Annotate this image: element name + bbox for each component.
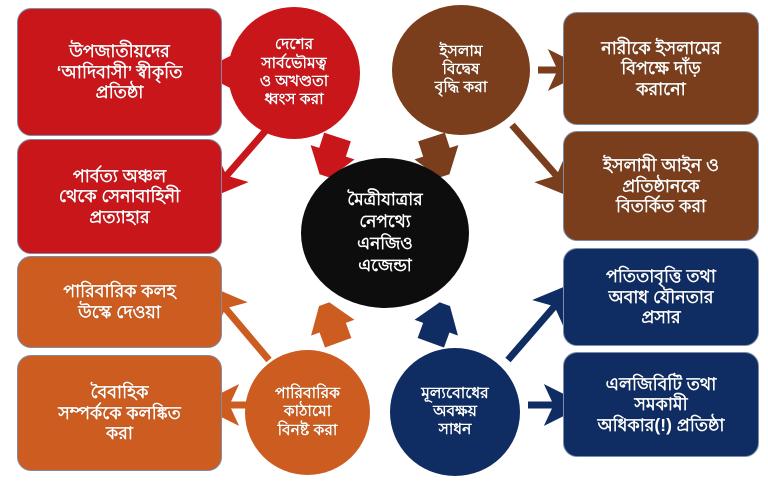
connector-center-to-orange (308, 300, 359, 351)
node-box-brown-1[interactable]: নারীকে ইসলামের বিপক্ষে দাঁড় করানো (563, 12, 759, 125)
connector-orange-to-box2 (204, 283, 272, 363)
node-label: পারিবারিক কলহ উস্কে দেওয়া (63, 281, 176, 322)
hub-circle-islamophobia[interactable]: ইসলাম বিদ্বেষ বৃদ্ধি করা (392, 5, 530, 135)
node-box-brown-2[interactable]: ইসলামী আইন ও প্রতিষ্ঠানকে বিতর্কিত করা (563, 131, 759, 241)
hub-circle-family[interactable]: পারিবারিক কাঠামো বিনষ্ট করা (245, 350, 370, 475)
hub-label: ইসলাম বিদ্বেষ বৃদ্ধি করা (434, 42, 488, 97)
connector-red-to-box2 (205, 125, 271, 200)
node-box-red-2[interactable]: পার্বত্য অঞ্চল থেকে সেনাবাহিনী প্রত্যাহা… (17, 139, 222, 254)
hub-circle-sovereignty[interactable]: দেশের সার্বভৌমত্ব ও অখণ্ডতা ধ্বংস করা (228, 7, 360, 139)
node-label: নারীকে ইসলামের বিপক্ষে দাঁড় করানো (601, 37, 721, 99)
node-label: উপজাতীয়দের ‘আদিবাসী’ স্বীকৃতি প্রতিষ্ঠা (56, 41, 183, 103)
connector-center-to-navy (410, 300, 461, 351)
center-circle[interactable]: মৈত্রীযাত্রার নেপথ্যে এনজিও এজেন্ডা (301, 158, 469, 308)
connector-brown-to-box2 (509, 122, 578, 200)
center-label: মৈত্রীযাত্রার নেপথ্যে এনজিও এজেন্ডা (347, 189, 423, 276)
node-label: পতিতাবৃত্তি তথা অবাধ যৌনতার প্রসার (606, 266, 716, 328)
node-box-navy-2[interactable]: এলজিবিটি তথা সমকামী অধিকার(!) প্রতিষ্ঠা (563, 352, 759, 457)
hub-label: মূল্যবোধের অবক্ষয় সাধন (421, 384, 489, 439)
node-box-navy-1[interactable]: পতিতাবৃত্তি তথা অবাধ যৌনতার প্রসার (563, 248, 759, 346)
node-label: পার্বত্য অঞ্চল থেকে সেনাবাহিনী প্রত্যাহা… (58, 165, 181, 227)
node-box-orange-2[interactable]: বৈবাহিক সম্পর্ককে কলঙ্কিত করা (17, 355, 222, 471)
hub-circle-values[interactable]: মূল্যবোধের অবক্ষয় সাধন (390, 348, 520, 476)
node-label: ইসলামী আইন ও প্রতিষ্ঠানকে বিতর্কিত করা (602, 155, 720, 217)
node-box-orange-1[interactable]: পারিবারিক কলহ উস্কে দেওয়া (17, 256, 222, 348)
hub-label: পারিবারিক কাঠামো বিনষ্ট করা (275, 385, 340, 439)
node-label: বৈবাহিক সম্পর্ককে কলঙ্কিত করা (58, 382, 181, 444)
node-label: এলজিবিটি তথা সমকামী অধিকার(!) প্রতিষ্ঠা (597, 373, 725, 435)
connector-navy-to-box1 (505, 282, 576, 363)
node-box-red-1[interactable]: উপজাতীয়দের ‘আদিবাসী’ স্বীকৃতি প্রতিষ্ঠা (17, 8, 222, 136)
hub-label: দেশের সার্বভৌমত্ব ও অখণ্ডতা ধ্বংস করা (259, 36, 329, 109)
